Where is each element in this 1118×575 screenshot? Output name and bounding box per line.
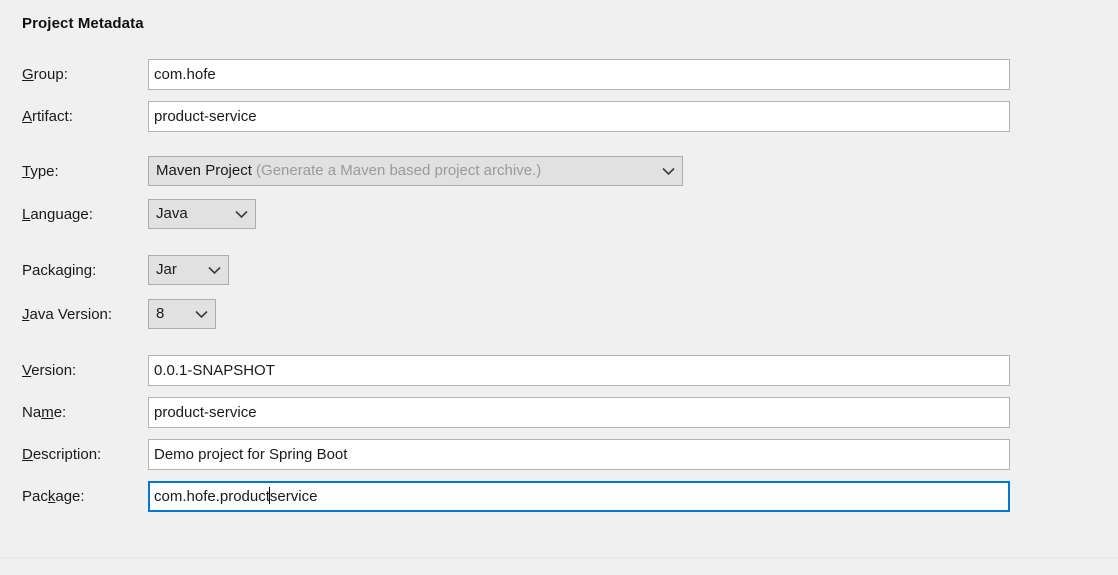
type-combobox[interactable]: Maven Project (Generate a Maven based pr… [148,156,683,186]
type-label-post: ype: [30,163,59,180]
chevron-down-icon [662,157,675,185]
java-version-combobox[interactable]: 8 [148,299,216,329]
name-label-mnemonic: m [41,404,54,421]
packaging-combobox-value: Jar [156,261,177,278]
name-label-post: e: [53,404,67,421]
language-label-mnemonic: L [22,206,31,223]
java-version-label-mnemonic: J [22,306,30,323]
package-label: Package: [22,481,85,513]
form-row-java-version: Java Version: 8 [0,299,1118,331]
type-combobox-description: (Generate a Maven based project archive.… [256,162,542,179]
artifact-label-mnemonic: A [22,108,33,125]
version-label-post: ersion: [31,362,77,379]
java-version-label: Java Version: [22,299,112,331]
name-input[interactable]: product-service [148,397,1010,428]
chevron-down-icon [208,256,221,284]
form-row-name: Name: product-service [0,397,1118,429]
package-label-pre: Pac [22,488,48,505]
package-input-text-before-caret: com.hofe.product [154,488,270,505]
package-label-post: age: [55,488,85,505]
version-label: Version: [22,355,76,387]
form-row-packaging: Packaging: Jar [0,255,1118,287]
panel-divider [0,557,1118,558]
type-label-mnemonic: T [22,163,31,180]
name-label-pre: Na [22,404,42,421]
package-input-text-after-caret: service [269,488,318,505]
form-row-artifact: Artifact: product-service [0,101,1118,133]
page-title: Project Metadata [22,15,144,32]
text-caret [269,487,271,504]
java-version-label-post: ava Version: [29,306,113,323]
packaging-label-pre: Packa [22,262,64,279]
description-label: Description: [22,439,101,471]
form-row-version: Version: 0.0.1-SNAPSHOT [0,355,1118,387]
packaging-label-mnemonic: g [63,262,73,279]
java-version-combobox-value: 8 [156,305,165,322]
description-input[interactable]: Demo project for Spring Boot [148,439,1010,470]
description-label-mnemonic: D [22,446,33,463]
packaging-label: Packaging: [22,255,96,287]
artifact-label: Artifact: [22,101,73,133]
form-row-package: Package: com.hofe.productservice [0,481,1118,513]
language-label-post: anguage: [30,206,93,223]
version-input[interactable]: 0.0.1-SNAPSHOT [148,355,1010,386]
group-label-post: roup: [33,66,68,83]
group-label-mnemonic: G [22,66,34,83]
type-combobox-value: Maven Project [156,162,252,179]
version-label-mnemonic: V [22,362,32,379]
form-row-language: Language: Java [0,199,1118,231]
language-label: Language: [22,199,93,231]
form-row-group: Group: com.hofe [0,59,1118,91]
form-row-description: Description: Demo project for Spring Boo… [0,439,1118,471]
type-label: Type: [22,156,59,188]
chevron-down-icon [235,200,248,228]
package-label-mnemonic: k [47,488,56,505]
group-input[interactable]: com.hofe [148,59,1010,90]
group-label: Group: [22,59,68,91]
language-combobox-value: Java [156,205,188,222]
packaging-label-post: ing: [72,262,97,279]
packaging-combobox[interactable]: Jar [148,255,229,285]
artifact-input[interactable]: product-service [148,101,1010,132]
language-combobox[interactable]: Java [148,199,256,229]
package-input[interactable]: com.hofe.productservice [148,481,1010,512]
name-label: Name: [22,397,66,429]
artifact-label-post: rtifact: [32,108,73,125]
chevron-down-icon [195,300,208,328]
description-label-post: escription: [32,446,102,463]
form-row-type: Type: Maven Project (Generate a Maven ba… [0,156,1118,188]
